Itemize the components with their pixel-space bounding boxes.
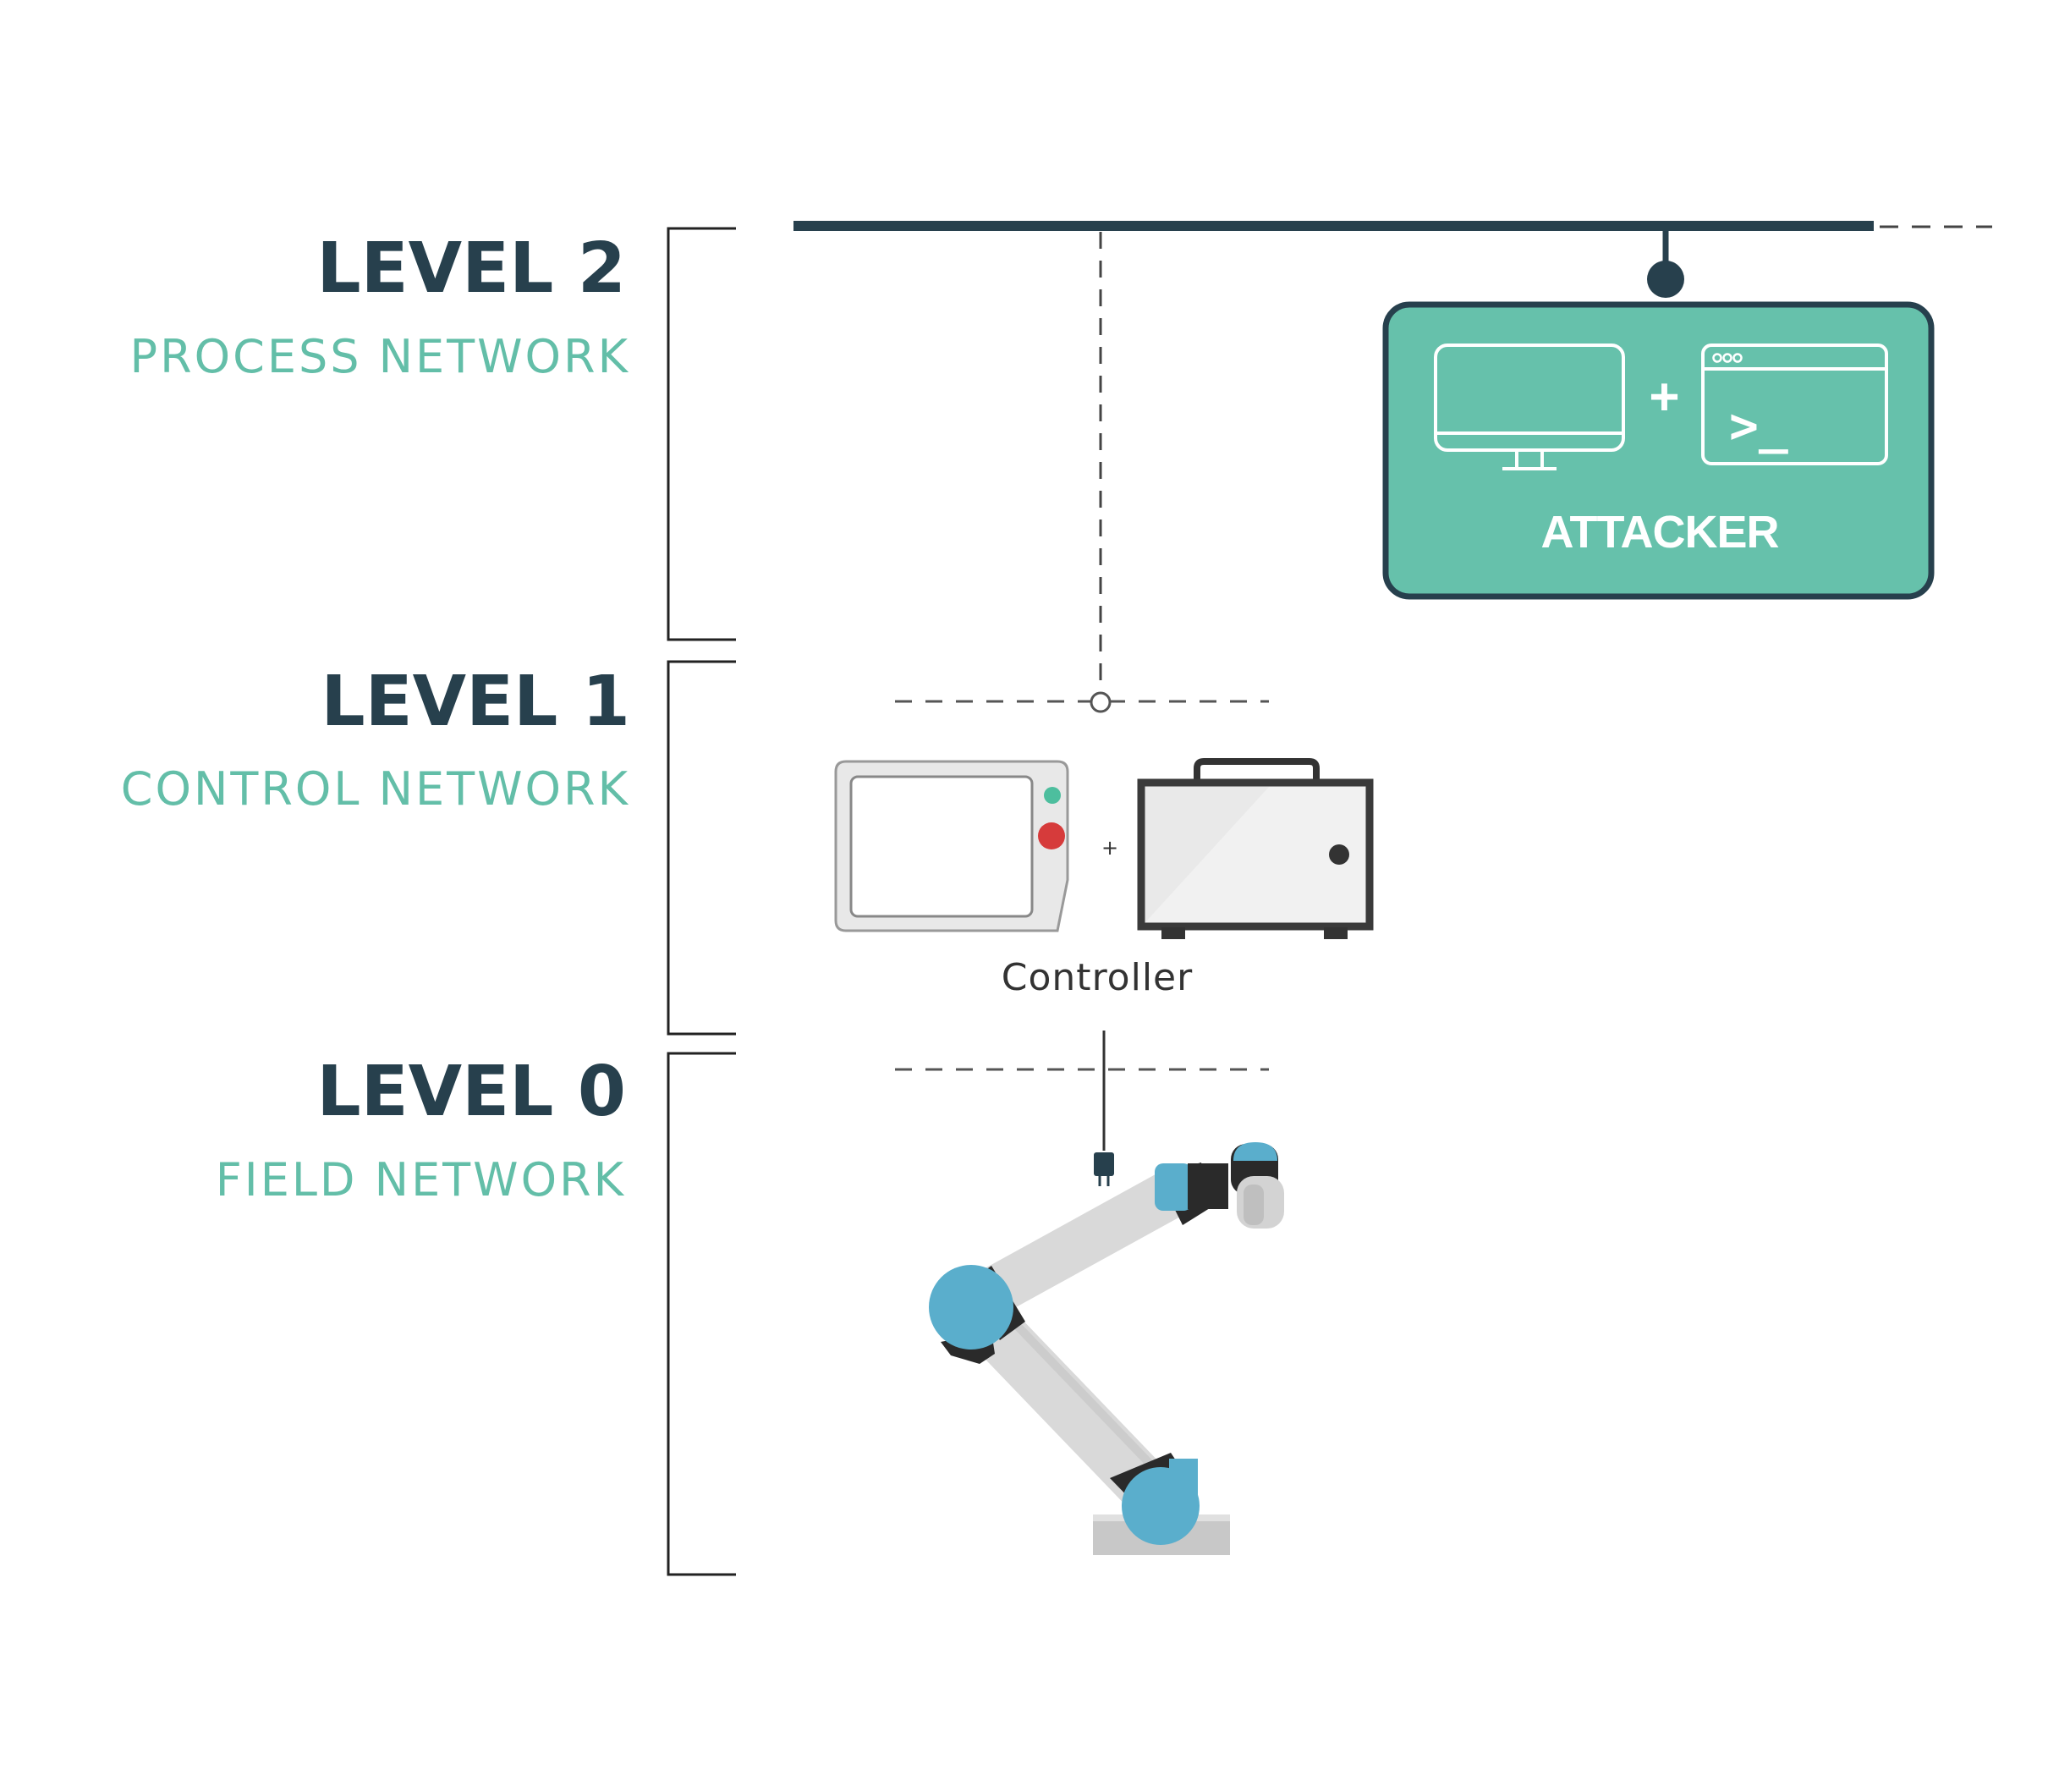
plug-icon xyxy=(1094,1152,1114,1186)
level-1-title: LEVEL 1 xyxy=(321,662,630,742)
level-2-title: LEVEL 2 xyxy=(316,228,626,309)
terminal-prompt: >_ xyxy=(1729,397,1788,454)
level-1-label-group: LEVEL 1 CONTROL NETWORK xyxy=(121,662,630,816)
controller-plus: + xyxy=(1101,836,1118,860)
level-1-subtitle: CONTROL NETWORK xyxy=(121,762,630,816)
level-2-subtitle: PROCESS NETWORK xyxy=(130,330,630,383)
control-network-tap xyxy=(1090,691,1112,713)
attacker-node: + >_ ATTACKER xyxy=(1382,230,1935,600)
attacker-label: ATTACKER xyxy=(1541,507,1779,558)
level-0-bracket xyxy=(667,1052,736,1576)
teach-pendant-icon xyxy=(834,760,1069,932)
level-0-subtitle: FIELD NETWORK xyxy=(216,1153,626,1207)
terminal-window-icon: >_ xyxy=(1701,344,1888,465)
level-2-label-group: LEVEL 2 PROCESS NETWORK xyxy=(130,228,630,383)
attacker-plus: + xyxy=(1649,368,1678,426)
control-box-icon xyxy=(1137,758,1374,939)
attacker-connector-dot xyxy=(1647,261,1684,298)
level-0-title: LEVEL 0 xyxy=(316,1052,626,1132)
attacker-box xyxy=(1382,301,1935,600)
level-0-label-group: LEVEL 0 FIELD NETWORK xyxy=(216,1052,626,1207)
level-2-bracket xyxy=(667,227,736,641)
level-1-bracket xyxy=(667,660,736,1036)
robot-arm-icon xyxy=(929,1142,1284,1555)
controller-label: Controller xyxy=(1002,956,1193,999)
monitor-icon xyxy=(1434,344,1625,470)
